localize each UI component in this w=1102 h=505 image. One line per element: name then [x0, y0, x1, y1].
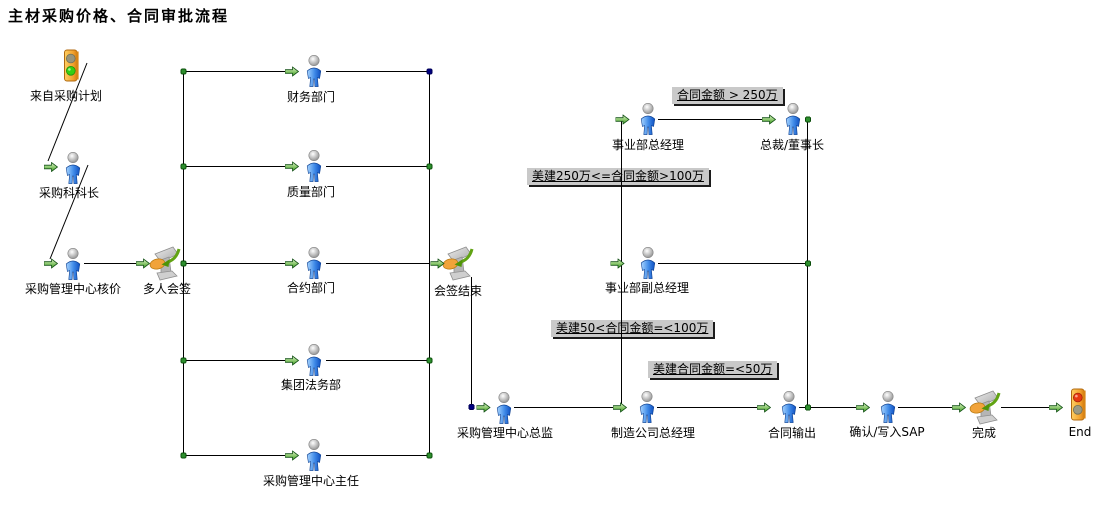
page-title: 主材采购价格、合同审批流程	[8, 7, 230, 25]
person-icon	[779, 390, 799, 424]
node-section-chief[interactable]	[63, 151, 83, 189]
node-done[interactable]	[968, 389, 1002, 429]
node-label-multi-sign: 多人会签	[142, 282, 192, 296]
person-icon	[63, 247, 83, 281]
node-president[interactable]	[783, 102, 803, 140]
node-sign-end[interactable]	[441, 245, 475, 285]
node-label-division-gm: 事业部总经理	[611, 138, 685, 152]
node-label-contract-dept: 合约部门	[286, 281, 336, 295]
person-icon	[783, 102, 803, 136]
node-multi-sign[interactable]	[148, 245, 182, 285]
person-icon	[304, 343, 324, 377]
node-division-gm[interactable]	[638, 102, 658, 140]
connector-lines	[47, 62, 1049, 456]
person-icon	[494, 391, 514, 425]
node-division-deputy[interactable]	[638, 246, 658, 284]
stamp-icon	[441, 245, 475, 281]
node-label-president: 总裁/董事长	[759, 138, 825, 152]
node-center-chief[interactable]	[494, 391, 514, 429]
node-pricing[interactable]	[63, 247, 83, 285]
node-label-quality: 质量部门	[286, 185, 336, 199]
node-contract-output[interactable]	[779, 390, 799, 428]
node-label-mfg-gm: 制造公司总经理	[610, 426, 696, 440]
node-mfg-gm[interactable]	[637, 390, 657, 428]
condition-label-gt-250[interactable]: 合同金额 > 250万	[672, 87, 783, 104]
person-icon	[638, 246, 658, 280]
person-icon	[304, 438, 324, 472]
node-label-finance: 财务部门	[286, 90, 336, 104]
stamp-icon	[968, 389, 1002, 425]
person-icon	[878, 390, 898, 424]
condition-label-50-100[interactable]: 美建50<合同金额=<100万	[551, 320, 714, 337]
node-label-contract-output: 合同输出	[767, 426, 817, 440]
condition-label-100-250[interactable]: 美建250万<=合同金额>100万	[527, 168, 709, 185]
node-label-confirm-sap: 确认/写入SAP	[849, 425, 925, 439]
node-label-group-legal: 集团法务部	[280, 378, 342, 392]
node-label-end: End	[1068, 425, 1092, 439]
node-label-pricing: 采购管理中心核价	[24, 282, 122, 296]
person-icon	[304, 246, 324, 280]
traffic-light-green-icon	[62, 49, 82, 83]
condition-label-le-50[interactable]: 美建合同金额=<50万	[648, 361, 778, 378]
node-center-director[interactable]	[304, 438, 324, 476]
person-icon	[63, 151, 83, 185]
stamp-icon	[148, 245, 182, 281]
node-contract-dept[interactable]	[304, 246, 324, 284]
arrowheads	[44, 66, 1063, 461]
node-finance[interactable]	[304, 54, 324, 92]
person-icon	[637, 390, 657, 424]
node-group-legal[interactable]	[304, 343, 324, 381]
node-label-start: 来自采购计划	[29, 89, 103, 103]
person-icon	[638, 102, 658, 136]
node-end[interactable]	[1069, 388, 1089, 426]
node-label-center-director: 采购管理中心主任	[262, 474, 360, 488]
node-quality[interactable]	[304, 149, 324, 187]
person-icon	[304, 149, 324, 183]
traffic-light-red-icon	[1069, 388, 1089, 422]
node-confirm-sap[interactable]	[878, 390, 898, 428]
node-label-sign-end: 会签结束	[433, 284, 483, 298]
node-start[interactable]	[62, 49, 82, 87]
person-icon	[304, 54, 324, 88]
node-label-center-chief: 采购管理中心总监	[456, 426, 554, 440]
node-label-division-deputy: 事业部副总经理	[604, 281, 690, 295]
node-label-section-chief: 采购科科长	[38, 186, 100, 200]
node-label-done: 完成	[971, 426, 997, 440]
